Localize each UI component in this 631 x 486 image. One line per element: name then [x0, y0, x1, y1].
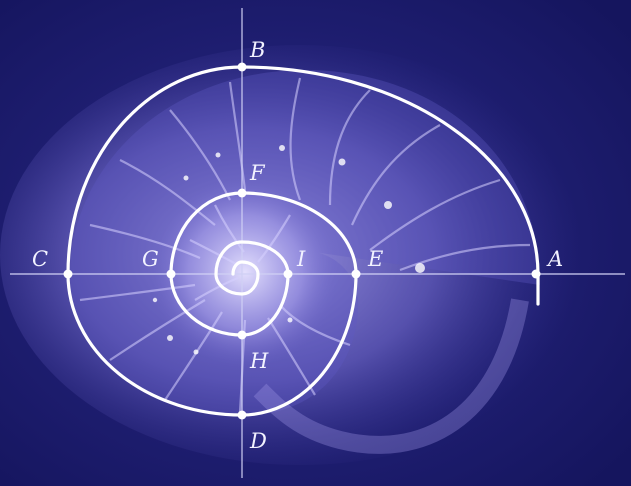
- label-g: G: [142, 247, 159, 271]
- label-b: B: [249, 38, 265, 62]
- point-f: [237, 188, 247, 198]
- point-d: [237, 410, 247, 420]
- point-markers: [63, 62, 541, 420]
- point-i: [283, 269, 293, 279]
- golden-spiral: [66, 65, 540, 417]
- point-c: [63, 269, 73, 279]
- label-d: D: [249, 429, 267, 453]
- point-g: [166, 269, 176, 279]
- point-e: [351, 269, 361, 279]
- shell-highlights: [152, 145, 425, 355]
- label-h: H: [249, 349, 269, 373]
- label-f: F: [249, 161, 266, 185]
- label-e: E: [367, 247, 383, 271]
- point-h: [237, 330, 247, 340]
- label-c: C: [32, 247, 48, 271]
- point-a: [531, 269, 541, 279]
- label-a: A: [546, 247, 563, 271]
- point-b: [237, 62, 247, 72]
- label-i: I: [296, 247, 306, 271]
- point-labels: A B C D E F G H I: [32, 38, 563, 453]
